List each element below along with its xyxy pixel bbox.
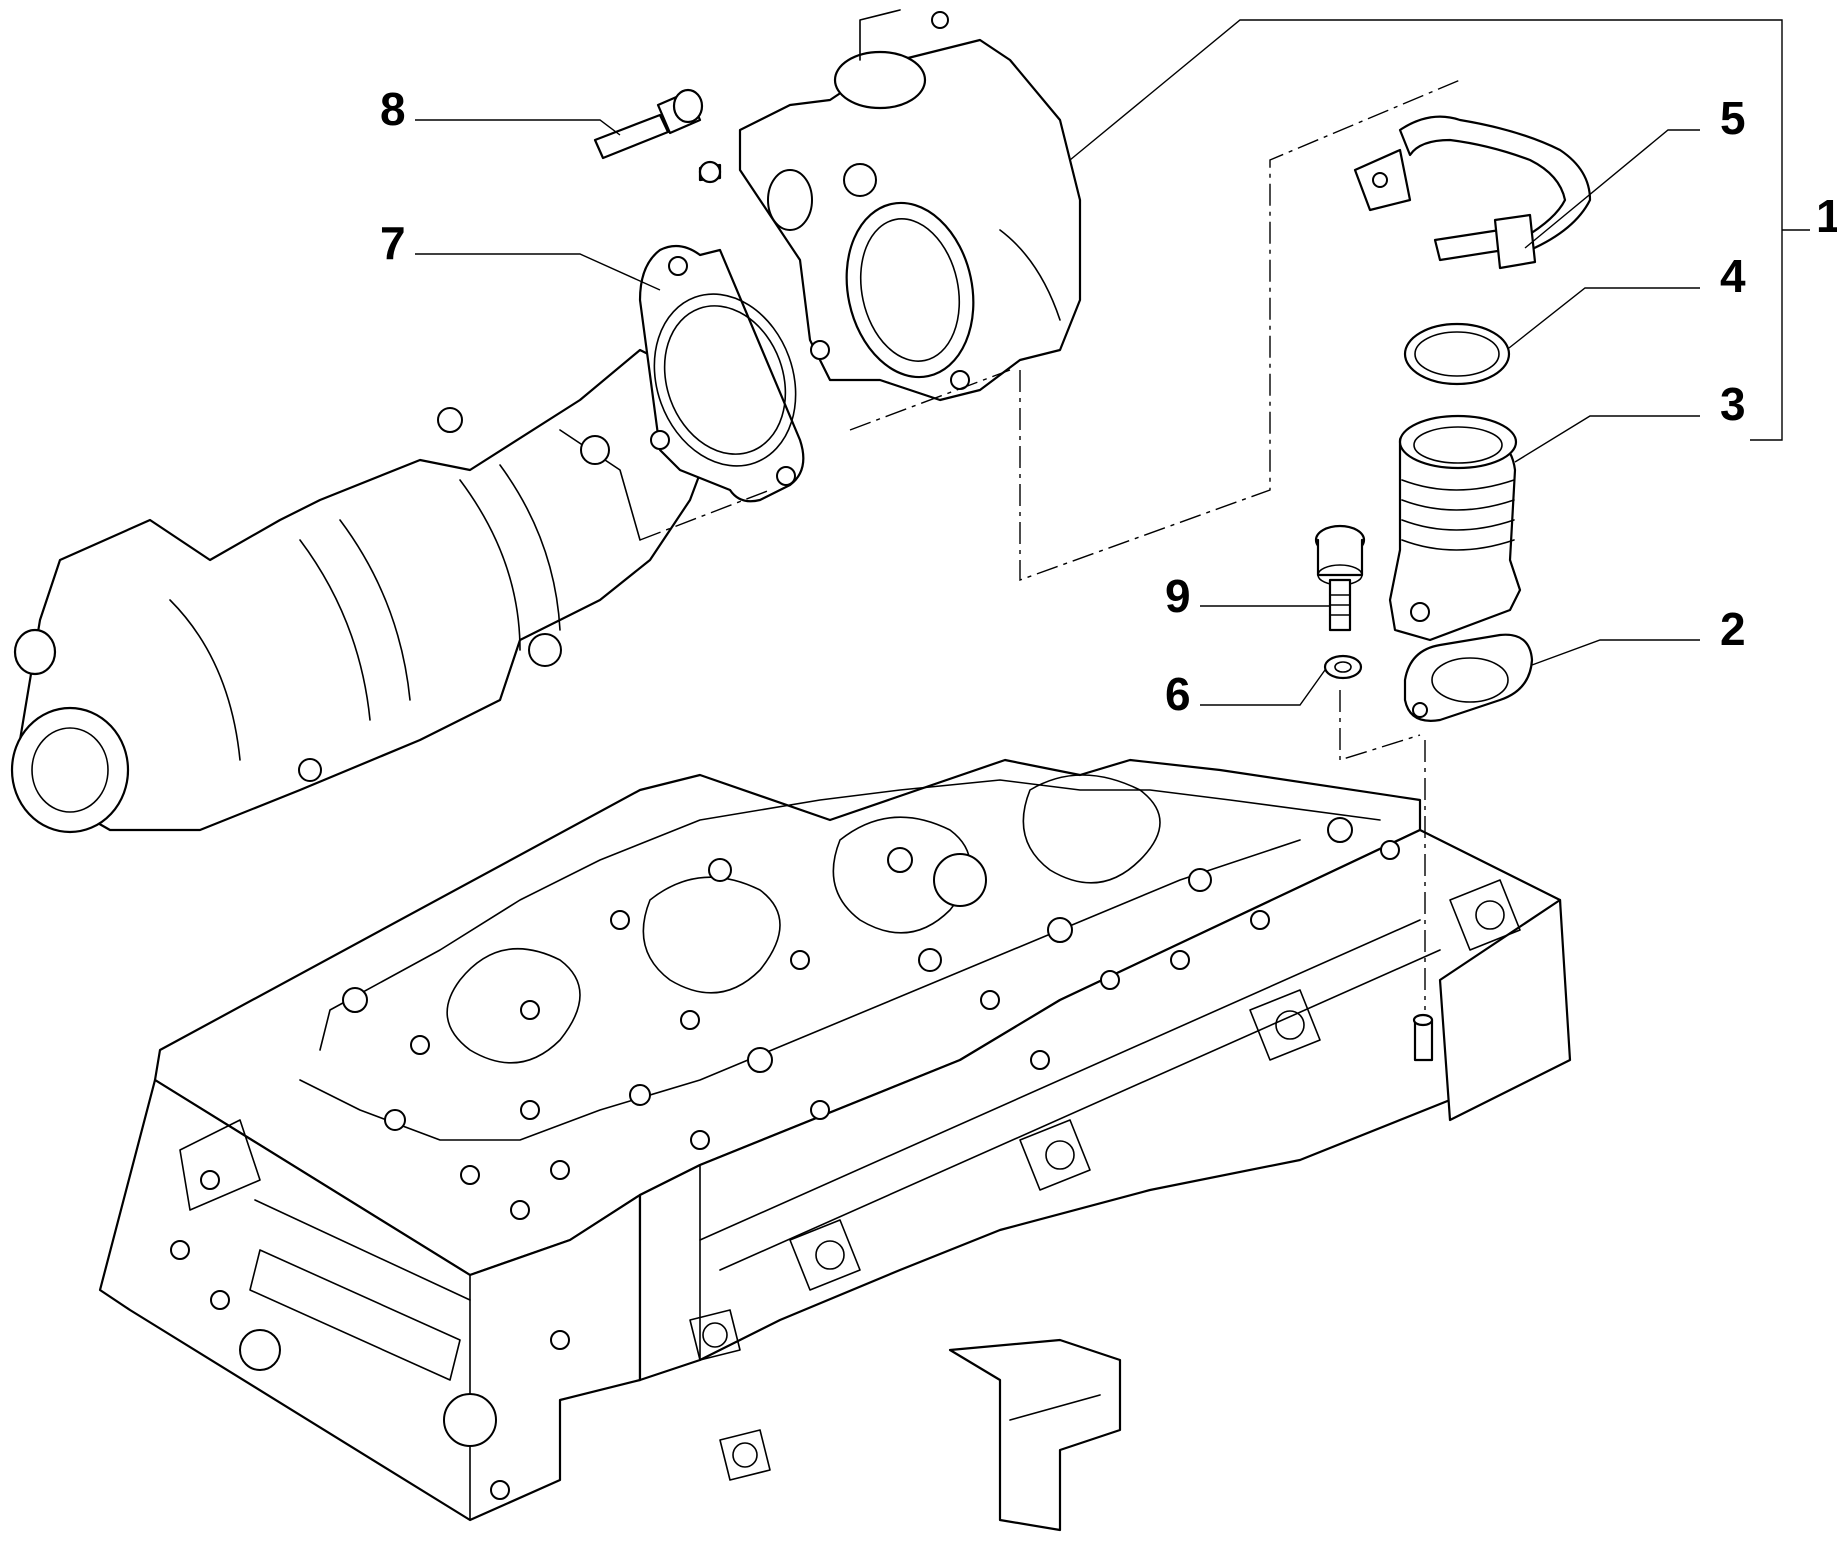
callout-8: 8 — [380, 83, 406, 135]
assembly-centerlines — [639, 79, 1461, 1010]
part-7-gasket — [638, 244, 805, 503]
part-3-pipe — [1388, 414, 1522, 642]
part-5-clamp — [1353, 115, 1592, 270]
part-8-bolt — [593, 88, 704, 160]
part-4-o-ring — [1403, 322, 1511, 386]
part-2-gasket — [1403, 633, 1534, 722]
callout-5: 5 — [1720, 92, 1746, 144]
callout-1: 1 — [1816, 190, 1837, 242]
stud — [1412, 1013, 1434, 1062]
callout-2: 2 — [1720, 603, 1746, 655]
callout-7: 7 — [380, 217, 406, 269]
leader-lines — [415, 19, 1810, 706]
part-1-egr-valve — [698, 9, 1082, 402]
part-6-washer — [1323, 654, 1363, 680]
callout-3: 3 — [1720, 378, 1746, 430]
callout-4: 4 — [1720, 250, 1746, 302]
callout-6: 6 — [1165, 668, 1191, 720]
part-9-bolt — [1314, 524, 1366, 632]
callout-labels: 1 2 3 4 5 6 7 8 9 — [380, 83, 1837, 720]
callout-9: 9 — [1165, 570, 1191, 622]
cylinder-head — [98, 758, 1572, 1532]
egr-cooler — [10, 348, 722, 834]
